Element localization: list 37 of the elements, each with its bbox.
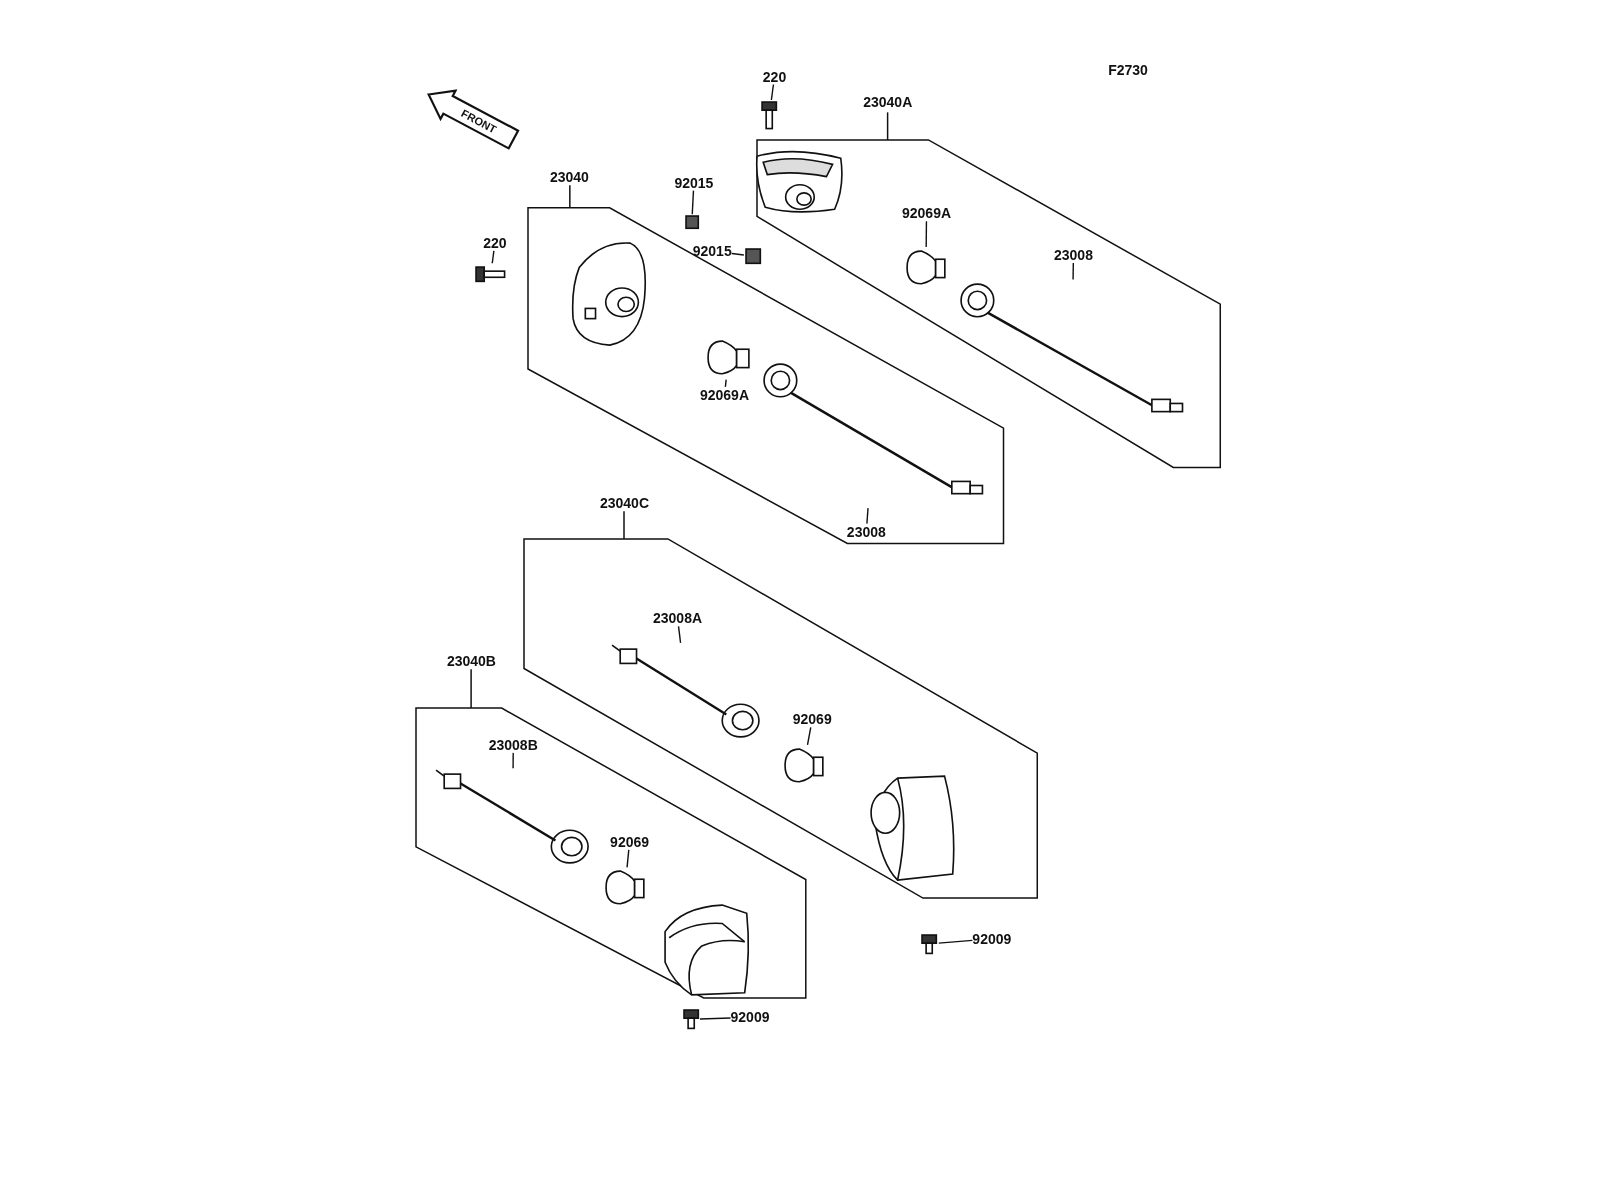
leader-line bbox=[770, 83, 775, 101]
leader-line bbox=[866, 507, 869, 525]
callout-number: 23040B bbox=[446, 653, 496, 670]
figure-code: F2730 bbox=[1108, 62, 1148, 79]
callout-number: 92015 bbox=[674, 174, 714, 191]
callout-number: 220 bbox=[483, 234, 507, 251]
leader-line bbox=[938, 939, 974, 944]
leader-line bbox=[1072, 262, 1075, 281]
leader-line bbox=[626, 849, 630, 869]
screw-drawing bbox=[681, 1008, 700, 1031]
callout-number: 23008B bbox=[488, 736, 538, 753]
callout-number: 23040A bbox=[863, 94, 913, 111]
leader-line bbox=[677, 625, 682, 644]
callout-number: 23040 bbox=[549, 168, 589, 185]
callout-number: 220 bbox=[762, 68, 787, 85]
callout-number: 23008A bbox=[653, 610, 703, 627]
callout-number: 92009 bbox=[730, 1009, 770, 1026]
leader-line bbox=[731, 252, 745, 256]
leader-line bbox=[925, 220, 928, 248]
callout-number: 92069A bbox=[699, 386, 749, 403]
callout-number: 23008 bbox=[1054, 247, 1093, 264]
nut-drawing bbox=[743, 246, 763, 266]
callout-number: 92015 bbox=[692, 243, 732, 259]
leader-line bbox=[512, 752, 514, 770]
leader-line bbox=[691, 189, 695, 215]
leader-line bbox=[491, 250, 495, 264]
leader-line bbox=[806, 726, 812, 746]
leader-line bbox=[699, 1017, 732, 1020]
callout-number: 92069 bbox=[792, 711, 832, 728]
callout-number: 23040C bbox=[599, 495, 649, 512]
nut-drawing bbox=[683, 214, 700, 231]
leader-line bbox=[724, 378, 727, 388]
callout-number: 23008 bbox=[846, 523, 886, 540]
callout-number: 92069 bbox=[610, 833, 650, 850]
screw-drawing bbox=[920, 932, 939, 956]
callout-number: 92069A bbox=[902, 205, 952, 222]
callout-number: 92009 bbox=[972, 930, 1012, 947]
